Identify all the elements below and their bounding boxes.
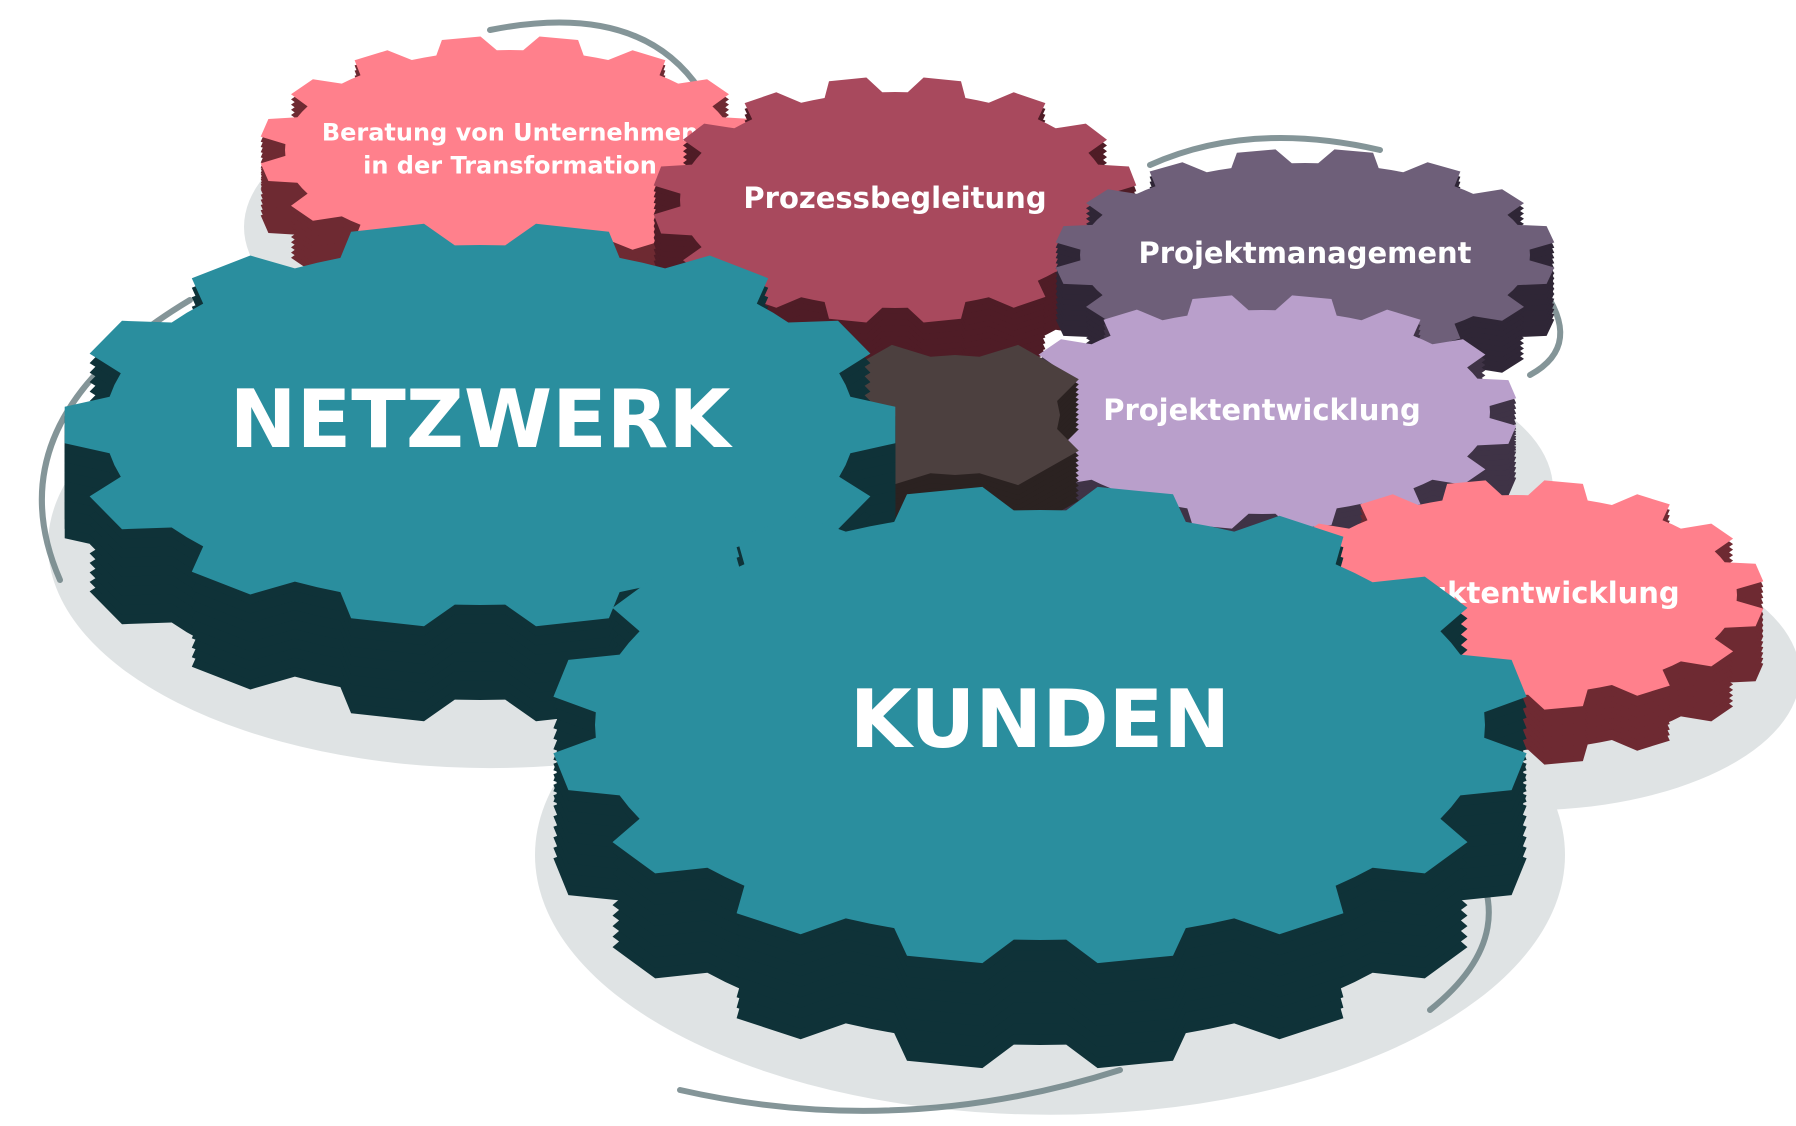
gear-prozess: Prozessbegleitung [653, 77, 1137, 381]
gear-label-beratung-1: Beratung von Unternehmen [322, 119, 698, 147]
gear-top-face [653, 77, 1137, 323]
motion-swoosh-5 [677, 1067, 1123, 1114]
gear-label-beratung-2: in der Transformation [363, 152, 657, 180]
gear-top-face [1007, 295, 1517, 529]
gear-top-face [1055, 149, 1555, 361]
gear-label-projektentwicklung: Projektentwicklung [1103, 393, 1421, 427]
gear-top-face [260, 36, 760, 264]
motion-swoosh-2 [487, 19, 703, 93]
gear-label-projektmanagement: Projektmanagement [1138, 236, 1471, 270]
gears-group: Beratung von Unternehmen in der Transform… [64, 36, 1764, 1069]
gear-top-face [64, 223, 896, 627]
gear-beratung: Beratung von Unternehmen in der Transform… [260, 36, 760, 316]
motion-swoosh-3 [1147, 135, 1383, 168]
gear-label-prozess: Prozessbegleitung [743, 181, 1046, 215]
gear-label-netzwerk: NETZWERK [230, 373, 734, 466]
gear-kunden: KUNDEN [553, 486, 1527, 1069]
gear-top-face [553, 486, 1527, 964]
gear-label-kunden: KUNDEN [850, 673, 1231, 766]
